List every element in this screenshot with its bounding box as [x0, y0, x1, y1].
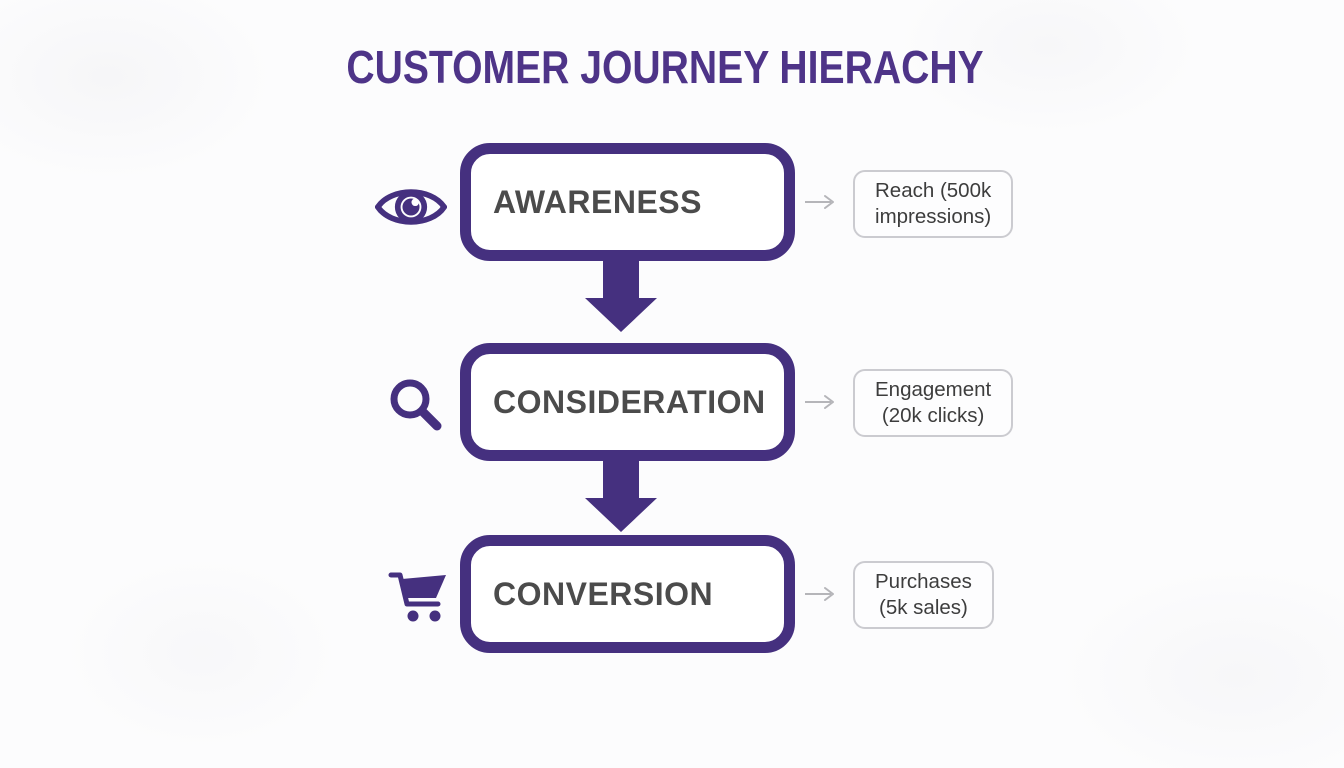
eye-icon: [374, 179, 448, 240]
stage-label-consideration: CONSIDERATION: [493, 383, 766, 420]
right-arrow-icon: [805, 195, 834, 209]
metric-note-consideration: Engagement (20k clicks): [853, 369, 1014, 437]
metric-line-1: Purchases: [875, 570, 972, 593]
metric-note-awareness: Reach (500k impressions): [853, 170, 1014, 238]
stage-box-awareness: AWARENESS: [460, 143, 795, 261]
stage-label-awareness: AWARENESS: [493, 183, 702, 220]
metric-line-2: (20k clicks): [881, 404, 985, 427]
stage-box-conversion: CONVERSION: [460, 535, 795, 653]
down-arrow-icon: [585, 261, 657, 332]
right-arrow-icon: [805, 587, 834, 601]
metric-line-2: (5k sales): [879, 596, 968, 619]
page-title: CUSTOMER JOURNEY HIERACHY: [346, 41, 984, 93]
right-arrow-icon: [805, 395, 834, 409]
down-arrow-icon: [585, 461, 657, 532]
search-icon: [387, 376, 444, 438]
cart-icon: [386, 566, 450, 629]
stage-label-conversion: CONVERSION: [493, 575, 714, 612]
metric-line-2: impressions): [875, 205, 992, 228]
metric-line-1: Reach (500k: [875, 179, 992, 202]
stage-box-consideration: CONSIDERATION: [460, 343, 795, 461]
metric-note-conversion: Purchases (5k sales): [853, 561, 994, 629]
metric-line-1: Engagement: [875, 378, 992, 401]
